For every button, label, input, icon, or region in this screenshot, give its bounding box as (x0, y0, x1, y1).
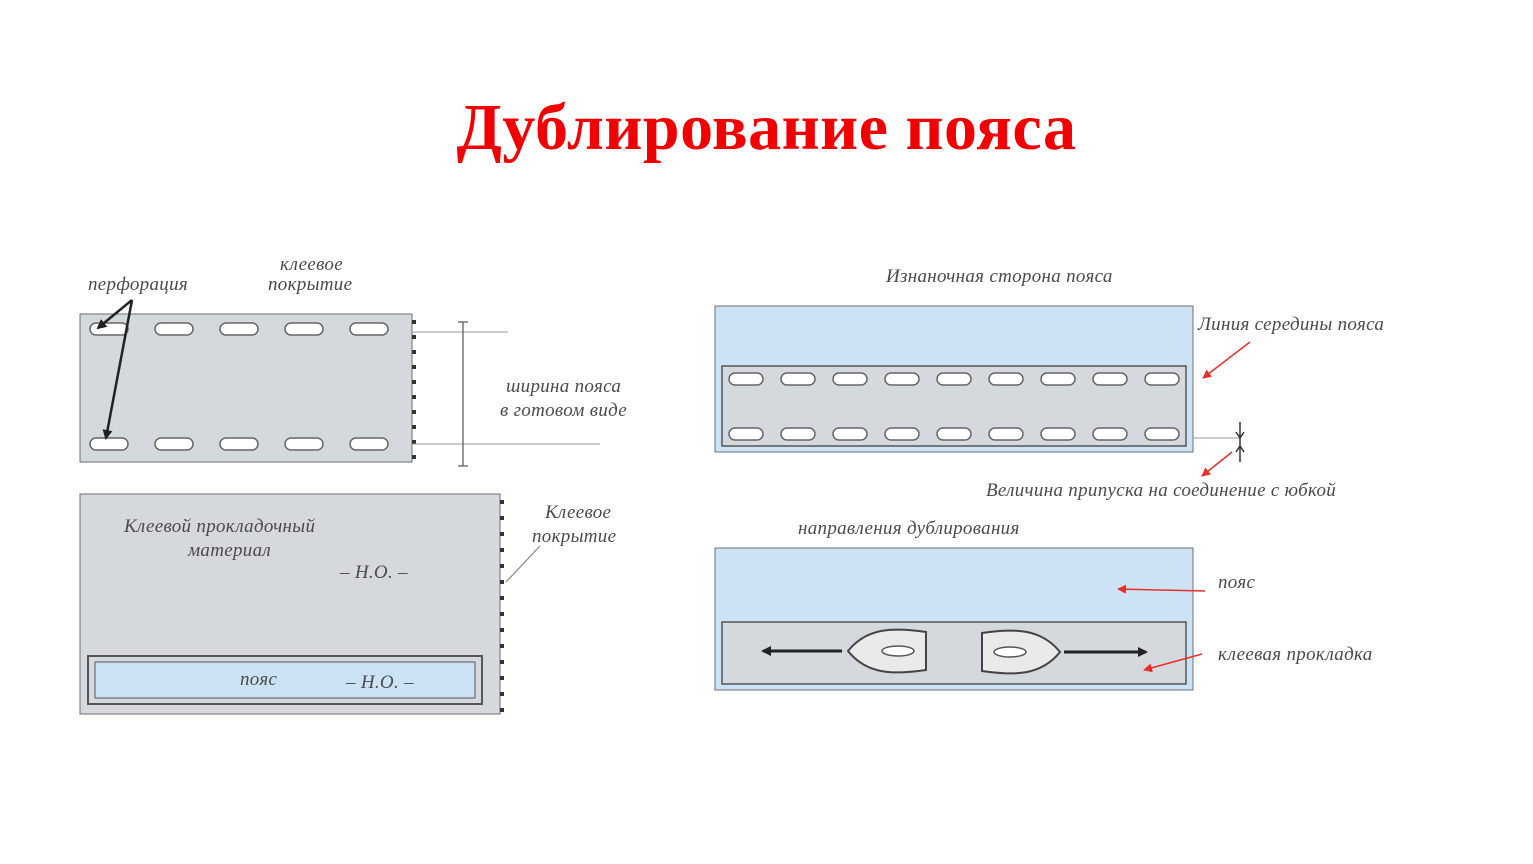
adhesive-label-bottom: покрытие (268, 274, 352, 295)
slide-title: Дублирование пояса (456, 91, 1077, 164)
interlining-grain-label: – Н.О. – (339, 562, 408, 583)
belt-grain-label: – Н.О. – (345, 672, 414, 693)
belt-pointer (1117, 584, 1206, 594)
perforation-holes-bottom (89, 437, 389, 451)
wrong-side-label: Изнаночная сторона пояса (885, 266, 1113, 287)
adhesive-dots-right (412, 320, 416, 459)
midline-label: Линия середины пояса (1197, 314, 1384, 335)
belt-width-label-1: ширина пояса (506, 376, 621, 397)
belt-band-label: пояс (1218, 572, 1255, 593)
interlining-holes-top (728, 372, 1180, 386)
midline-pointer (1202, 341, 1251, 379)
doubling-direction-panel: направления дублирования пояс клеевая пр… (714, 518, 1373, 691)
interlining-with-belt-panel: Клеевой прокладочный материал – Н.О. – К… (79, 493, 616, 715)
adhesive-coating-label-2: покрытие (532, 526, 616, 547)
seam-allowance-label: Величина припуска на соединение с юбкой (986, 480, 1336, 501)
interlining-band (721, 621, 1187, 685)
belt-label: пояс (240, 669, 277, 690)
adhesive-dots-edge (500, 500, 504, 712)
perforation-label: перфорация (88, 274, 188, 295)
direction-label: направления дублирования (798, 518, 1020, 539)
allowance-pointer (1201, 451, 1233, 477)
interlining-label-1: Клеевой прокладочный (123, 516, 315, 537)
perforated-interlining-panel: перфорация клеевое покрытие ширина пояса… (79, 254, 627, 467)
interlining-band-label: клеевая прокладка (1218, 644, 1373, 665)
interlining-label-2: материал (187, 540, 271, 561)
interlining-holes-bottom (728, 427, 1180, 441)
perforation-arrow-bottom (102, 299, 134, 440)
adhesive-label-top: клеевое (280, 254, 343, 275)
belt-strip (94, 661, 476, 699)
belt-wrong-side-panel: Изнаночная сторона пояса Линия середины … (714, 266, 1384, 501)
interlining-pointer (1143, 653, 1203, 673)
adhesive-coating-label-1: Клеевое (544, 502, 611, 523)
belt-width-label-2: в готовом виде (500, 400, 627, 421)
adhesive-leader (505, 545, 541, 583)
perforation-arrow-top (96, 299, 133, 330)
perforation-holes-top (89, 322, 389, 336)
belt-outline (87, 655, 483, 705)
